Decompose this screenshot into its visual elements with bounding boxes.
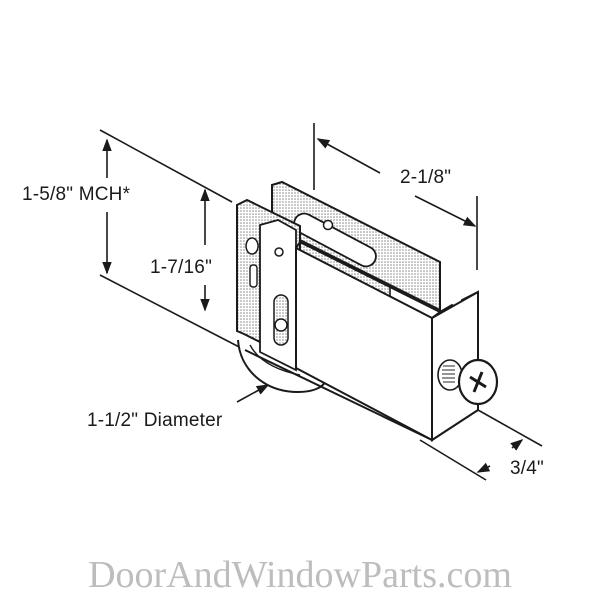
wheel-diameter-label: 1-1/2" Diameter <box>87 410 223 431</box>
length-label: 2-1/8" <box>400 167 452 188</box>
mch-height-label: 1-5/8" MCH* <box>22 184 131 205</box>
bracket-height-label: 1-7/16" <box>150 257 213 278</box>
mounting-bracket <box>259 219 297 372</box>
phillips-screw-icon <box>437 358 499 406</box>
width-label: 3/4" <box>510 458 544 479</box>
watermark: DoorAndWindowParts.com <box>88 554 512 596</box>
dimension-lines <box>99 123 543 481</box>
back-plate <box>271 180 441 312</box>
